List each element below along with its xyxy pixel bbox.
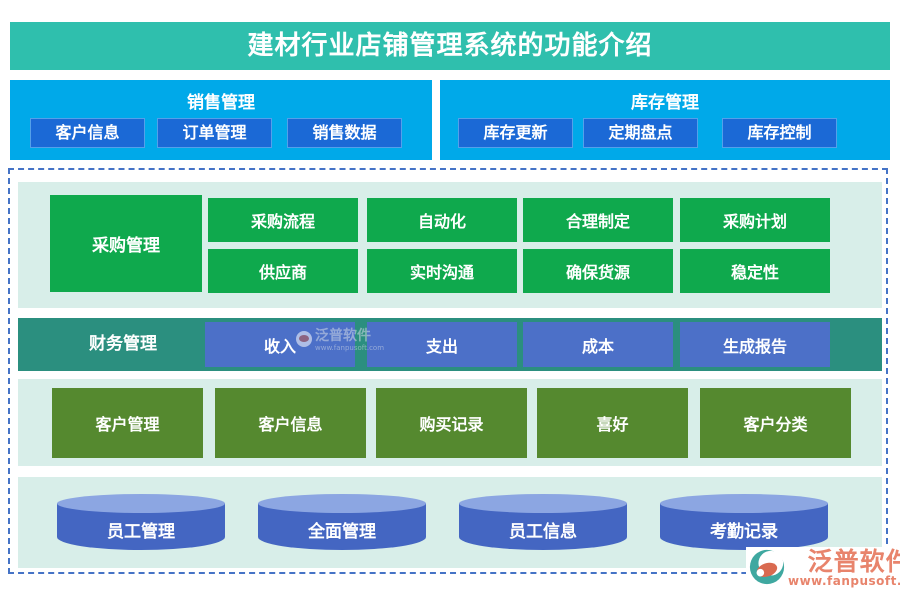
cylinder-top [459, 494, 627, 513]
sales-management-panel: 销售管理 客户信息 订单管理 销售数据 [10, 80, 432, 160]
block-reasonable-planning[interactable]: 合理制定 [523, 198, 673, 242]
dashed-border-frame [8, 168, 888, 574]
logo-name: 泛普软件 [807, 547, 900, 576]
sales-panel-header: 销售管理 [187, 93, 255, 113]
button-order-management[interactable]: 订单管理 [157, 118, 272, 148]
cylinder-attendance-records[interactable]: 考勤记录 [660, 494, 828, 550]
cylinder-top [660, 494, 828, 513]
inventory-management-panel: 库存管理 库存更新 定期盘点 库存控制 [440, 80, 890, 160]
block-realtime-communication[interactable]: 实时沟通 [367, 249, 517, 293]
finance-management-label: 财务管理 [89, 334, 157, 354]
block-customer-info[interactable]: 客户信息 [215, 388, 366, 458]
button-sales-data[interactable]: 销售数据 [287, 118, 402, 148]
finance-management-section: 财务管理 收入 支出 成本 生成报告 泛普软件 www.fanpusoft.co… [18, 318, 882, 371]
purchase-management-section: 采购管理 采购流程 自动化 合理制定 采购计划 供应商 实时沟通 确保货源 稳定… [18, 182, 882, 308]
employee-management-section: 员工管理 全面管理 员工信息 考勤记录 [18, 477, 882, 568]
cylinder-employee-management[interactable]: 员工管理 [57, 494, 225, 550]
block-purchase-records[interactable]: 购买记录 [376, 388, 527, 458]
fanpusoft-logo: 泛普软件 www.fanpusoft.com [746, 547, 900, 589]
inventory-panel-header: 库存管理 [631, 93, 699, 113]
block-cost[interactable]: 成本 [523, 322, 673, 367]
button-periodic-stocktake[interactable]: 定期盘点 [583, 118, 698, 148]
button-customer-info[interactable]: 客户信息 [30, 118, 145, 148]
customer-management-section: 客户管理 客户信息 购买记录 喜好 客户分类 [18, 379, 882, 466]
button-inventory-control[interactable]: 库存控制 [722, 118, 837, 148]
block-ensure-supply[interactable]: 确保货源 [523, 249, 673, 293]
block-expense[interactable]: 支出 [367, 322, 517, 367]
page-title: 建材行业店铺管理系统的功能介绍 [10, 22, 890, 70]
logo-url: www.fanpusoft.com [788, 574, 900, 588]
cylinder-label: 员工信息 [459, 503, 627, 550]
block-supplier[interactable]: 供应商 [208, 249, 358, 293]
block-purchase-management[interactable]: 采购管理 [50, 195, 202, 292]
block-customer-management[interactable]: 客户管理 [52, 388, 203, 458]
cylinder-employee-info[interactable]: 员工信息 [459, 494, 627, 550]
cylinder-top [258, 494, 426, 513]
block-generate-report[interactable]: 生成报告 [680, 322, 830, 367]
block-preferences[interactable]: 喜好 [537, 388, 688, 458]
block-purchase-process[interactable]: 采购流程 [208, 198, 358, 242]
button-inventory-update[interactable]: 库存更新 [458, 118, 573, 148]
block-automation[interactable]: 自动化 [367, 198, 517, 242]
cylinder-comprehensive-management[interactable]: 全面管理 [258, 494, 426, 550]
block-stability[interactable]: 稳定性 [680, 249, 830, 293]
fanpusoft-logo-icon [749, 549, 785, 585]
block-income[interactable]: 收入 [205, 322, 355, 367]
block-purchase-plan[interactable]: 采购计划 [680, 198, 830, 242]
block-customer-classification[interactable]: 客户分类 [700, 388, 851, 458]
cylinder-top [57, 494, 225, 513]
